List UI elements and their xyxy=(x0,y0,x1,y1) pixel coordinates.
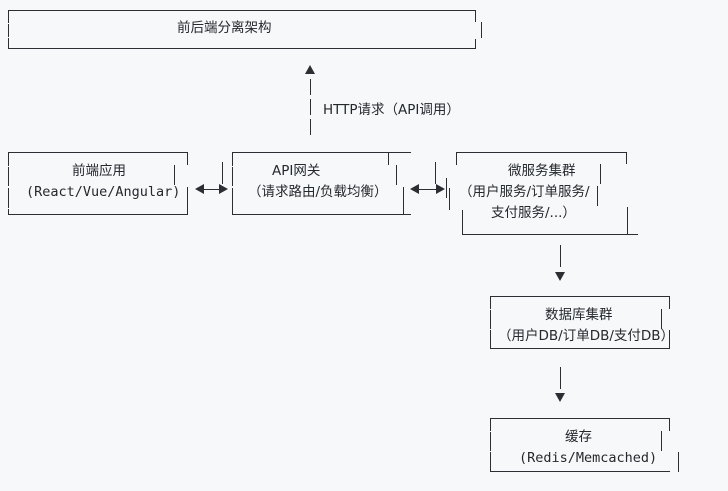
box-left-pipe xyxy=(8,209,9,215)
box-right-pipe xyxy=(669,330,670,349)
box-right-pipe xyxy=(627,207,628,235)
edge-pipe xyxy=(310,99,311,115)
box-right-pipe xyxy=(669,296,670,309)
node-label-gateway-line1: API网关 xyxy=(272,163,321,179)
box-right-pipe xyxy=(388,152,389,165)
box-left-pipe xyxy=(490,452,491,472)
node-label-database-line2: （用户DB/订单DB/支付DB） xyxy=(498,328,675,344)
box-left-pipe xyxy=(462,210,463,235)
box-right-pipe xyxy=(597,186,598,206)
node-label-frontend-line1: 前端应用 xyxy=(72,163,126,179)
box-top-rule xyxy=(8,152,188,153)
arrow-right-icon xyxy=(436,184,445,194)
box-left-pipe xyxy=(490,418,491,431)
edge-label-http-request: HTTP请求（API调用） xyxy=(323,102,460,118)
box-right-pipe xyxy=(187,187,188,215)
arrow-left-icon xyxy=(195,184,204,194)
box-left-pipe xyxy=(8,10,9,23)
box-right-pipe xyxy=(187,152,188,165)
arrow-down-icon xyxy=(555,272,565,281)
box-left-pipe xyxy=(490,330,491,349)
edge-line xyxy=(202,188,220,190)
edge-pipe xyxy=(310,79,311,95)
box-left-pipe xyxy=(490,310,491,329)
box-left-pipe xyxy=(232,167,233,186)
edge-pipe xyxy=(560,245,561,267)
node-label-microservices-line2: （用户服务/订单服务/ xyxy=(459,184,590,200)
node-label-frontend-line2: (React/Vue/Angular) xyxy=(26,184,181,200)
edge-line xyxy=(417,188,437,190)
box-top-rule xyxy=(490,296,670,297)
box-top-rule xyxy=(8,10,476,11)
box-right-pipe xyxy=(626,152,627,164)
box-left-pipe xyxy=(8,24,9,37)
box-bottom-rule xyxy=(8,214,188,215)
box-right-pipe xyxy=(678,452,679,472)
arrow-down-icon xyxy=(555,393,565,402)
box-right-pipe xyxy=(396,165,397,185)
edge-pipe xyxy=(435,162,436,184)
box-left-pipe xyxy=(8,188,9,208)
edge-pipe xyxy=(446,178,447,198)
box-top-rule xyxy=(490,418,670,419)
box-left-pipe xyxy=(232,152,233,166)
box-right-pipe xyxy=(475,39,476,49)
node-label-gateway-line2: （请求路由/负载均衡） xyxy=(248,184,388,200)
box-left-pipe xyxy=(8,167,9,186)
box-left-pipe xyxy=(8,152,9,166)
box-bottom-rule xyxy=(490,348,670,349)
edge-pipe xyxy=(560,367,561,389)
box-right-pipe xyxy=(661,309,662,329)
box-top-rule xyxy=(456,152,627,153)
box-left-pipe xyxy=(8,38,9,49)
edge-pipe xyxy=(310,119,311,135)
arrow-up-icon xyxy=(305,65,315,74)
box-left-pipe xyxy=(490,296,491,309)
node-label-database-line1: 数据库集群 xyxy=(545,307,613,323)
box-right-pipe xyxy=(669,418,670,431)
box-bottom-rule xyxy=(462,234,638,235)
box-bottom-rule xyxy=(232,214,411,215)
box-left-pipe xyxy=(490,432,491,451)
box-bottom-rule xyxy=(8,48,476,49)
box-left-pipe xyxy=(449,188,450,210)
box-left-pipe xyxy=(456,152,457,165)
box-right-pipe xyxy=(475,10,476,22)
box-right-pipe xyxy=(403,187,404,215)
edge-pipe xyxy=(222,162,223,184)
box-top-rule xyxy=(232,152,411,153)
box-right-pipe xyxy=(661,431,662,451)
arrow-left-icon xyxy=(410,184,419,194)
node-label-root-line1: 前后端分离架构 xyxy=(177,20,272,36)
node-label-cache-line2: (Redis/Memcached) xyxy=(519,450,658,466)
arrow-right-icon xyxy=(219,184,228,194)
node-label-cache-line1: 缓存 xyxy=(565,429,592,445)
box-right-pipe xyxy=(600,164,601,184)
node-label-microservices-line1: 微服务集群 xyxy=(508,163,576,179)
node-label-microservices-line3: 支付服务/...） xyxy=(491,205,576,221)
box-right-pipe xyxy=(481,22,482,38)
box-right-pipe xyxy=(174,165,175,185)
box-bottom-rule xyxy=(490,471,670,472)
box-left-pipe xyxy=(232,188,233,215)
